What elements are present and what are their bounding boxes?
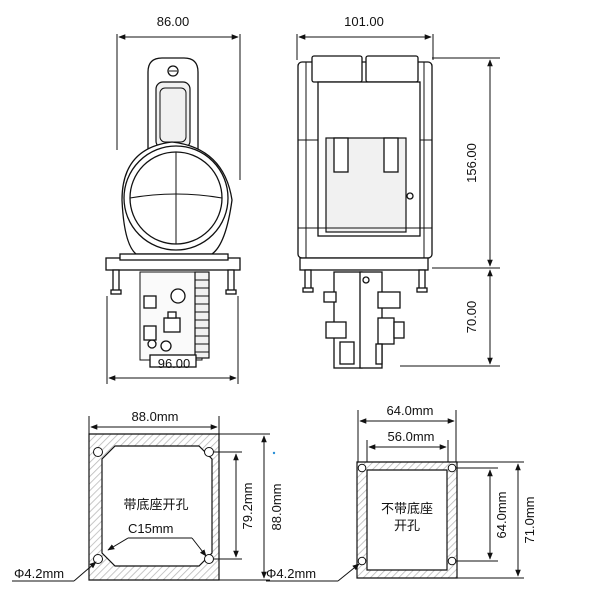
cutout-b-inner-height: 64.0mm: [456, 467, 509, 562]
round-body: [121, 141, 233, 255]
side-width-dimension: 101.00: [296, 14, 434, 60]
cutout-a-hole-label: Φ4.2mm: [14, 566, 64, 581]
side-height-label: 156.00: [464, 143, 479, 183]
side-lower-dimension: 70.00: [400, 269, 500, 367]
stray-dot: [272, 451, 276, 455]
front-width-label: 86.00: [157, 14, 190, 29]
cutout-b-label-line2: 开孔: [394, 519, 420, 534]
cutout-b-outer-height: 71.0mm: [457, 461, 537, 579]
side-lower-label: 70.00: [464, 301, 479, 334]
cutout-b-inner-height-label: 64.0mm: [494, 492, 509, 539]
cutout-a-inner-height-label: 79.2mm: [240, 483, 255, 530]
side-width-label: 101.00: [344, 14, 384, 29]
side-height-dimension: 156.00: [432, 57, 500, 269]
cutout-b-holes: [357, 463, 457, 566]
side-view: 101.00: [296, 14, 500, 369]
corner-chamfer-label: C15mm: [128, 521, 174, 536]
lever-arm: [147, 57, 199, 151]
cutout-a-width-dimension: 88.0mm: [88, 409, 220, 434]
cutout-b-outer-width: 64.0mm: [357, 403, 457, 462]
side-body: [297, 55, 433, 259]
cutout-a-outer-height-label: 88.0mm: [269, 484, 284, 531]
side-lower-mechanism: [323, 271, 405, 369]
pcb-board: [139, 271, 210, 368]
cutout-b-inner-width-label: 56.0mm: [388, 429, 435, 444]
cutout-b-hole-callout: Φ4.2mm: [266, 563, 360, 582]
cutout-b-inner-width: 56.0mm: [366, 429, 449, 462]
front-view: 86.00: [105, 14, 241, 384]
side-base: [299, 257, 429, 293]
base-width-label: 96.00: [158, 356, 191, 371]
cutout-with-base: 88.0mm 带底座开孔 C15mm Φ4.2mm 79.2mm: [12, 409, 284, 582]
cutout-b-outer-width-label: 64.0mm: [387, 403, 434, 418]
cutout-a-outer-height: 88.0mm: [219, 433, 284, 581]
cutout-a-width-label: 88.0mm: [132, 409, 179, 424]
cutout-a-hole-callout: Φ4.2mm: [12, 561, 97, 582]
pcb-pins: [195, 279, 209, 353]
cutout-a-label: 带底座开孔: [123, 497, 188, 513]
cutout-b-label-line1: 不带底座: [381, 501, 433, 517]
base-flange: [105, 253, 241, 295]
cutout-a-holes: [93, 447, 214, 564]
cutout-without-base: 64.0mm 56.0mm 不带底座 开孔 Φ4.2mm: [266, 403, 537, 582]
cutout-b-outer-height-label: 71.0mm: [522, 497, 537, 544]
cutout-a-inner-height: 79.2mm: [214, 451, 255, 560]
cutout-b-hole-label: Φ4.2mm: [266, 566, 316, 581]
front-width-dimension: 86.00: [116, 14, 241, 180]
base-width-dimension: 96.00: [106, 296, 239, 384]
